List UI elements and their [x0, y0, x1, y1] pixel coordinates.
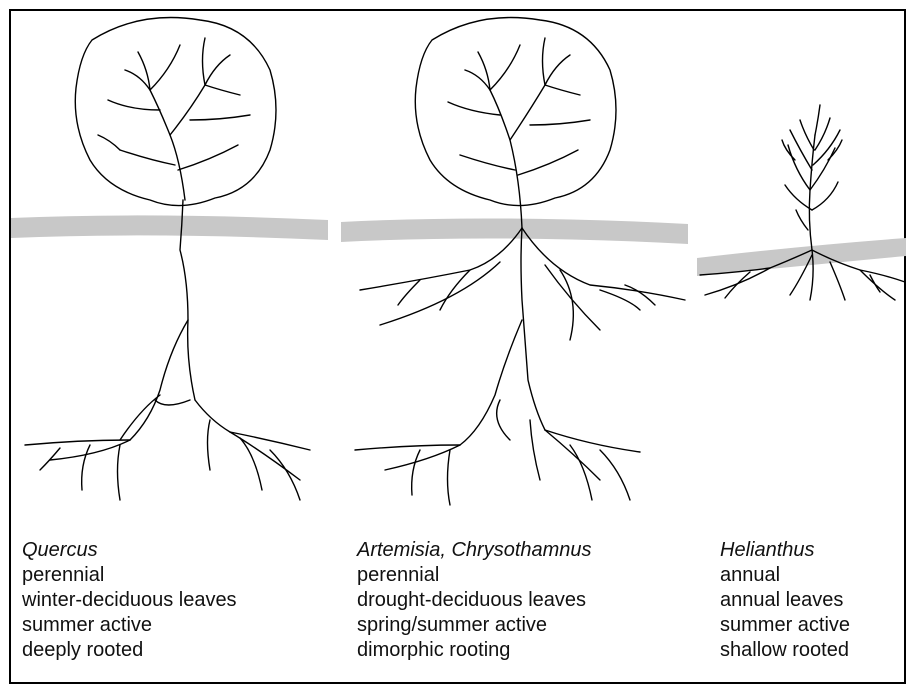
genus-label: Quercus [22, 538, 237, 563]
trait-line: deeply rooted [22, 638, 237, 663]
artemisia-taproot [521, 228, 545, 430]
helianthus-stem [809, 135, 815, 250]
quercus-canopy [75, 18, 276, 206]
trait-line: spring/summer active [357, 613, 592, 638]
trait-line: drought-deciduous leaves [357, 588, 592, 613]
artemisia-drawing [355, 18, 685, 506]
trait-line: winter-deciduous leaves [22, 588, 237, 613]
trait-line: dimorphic rooting [357, 638, 592, 663]
trait-line: perennial [22, 563, 237, 588]
caption-artemisia: Artemisia, Chrysothamnus perennial droug… [357, 538, 592, 663]
artemisia-canopy [415, 18, 616, 206]
genus-label: Artemisia, Chrysothamnus [357, 538, 592, 563]
trait-line: summer active [22, 613, 237, 638]
genus-label: Helianthus [720, 538, 850, 563]
caption-helianthus: Helianthus annual annual leaves summer a… [720, 538, 850, 663]
soil-surface-1 [11, 215, 328, 240]
soil-surface-3 [697, 238, 906, 276]
trait-line: shallow rooted [720, 638, 850, 663]
soil-surface-2 [341, 218, 688, 244]
trait-line: summer active [720, 613, 850, 638]
trait-line: perennial [357, 563, 592, 588]
caption-quercus: Quercus perennial winter-deciduous leave… [22, 538, 237, 663]
trait-line: annual [720, 563, 850, 588]
quercus-drawing [25, 18, 310, 501]
trait-line: annual leaves [720, 588, 850, 613]
